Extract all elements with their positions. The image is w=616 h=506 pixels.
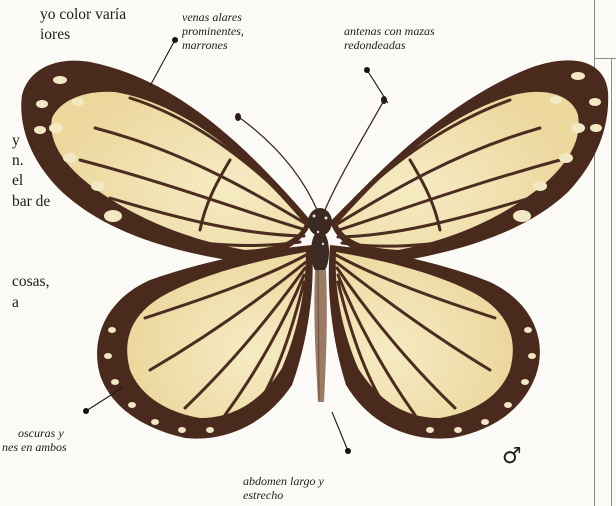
left-forewing: [21, 61, 312, 262]
label-line: estrecho: [243, 488, 324, 502]
butterfly-body: [308, 208, 332, 402]
antenna-club: [235, 113, 241, 121]
label-line: antenas con mazas: [344, 24, 435, 38]
left-hindwing: [97, 245, 313, 439]
label-line: venas alares: [182, 10, 244, 24]
label-antennae: antenas con mazas redondeadas: [344, 24, 435, 52]
label-line: oscuras y: [2, 426, 67, 440]
right-hindwing: [329, 245, 540, 439]
leader-dot: [172, 37, 178, 43]
leader-dot: [83, 408, 89, 414]
label-line: prominentes,: [182, 24, 244, 38]
label-wing-margins: oscuras y nes en ambos: [2, 426, 67, 454]
label-line: nes en ambos: [2, 440, 67, 454]
leader-dot: [345, 448, 351, 454]
label-line: abdomen largo y: [243, 474, 324, 488]
label-wing-veins: venas alares prominentes, marrones: [182, 10, 244, 52]
right-forewing: [330, 60, 608, 262]
label-line: redondeadas: [344, 38, 435, 52]
label-line: marrones: [182, 38, 244, 52]
leader-dot: [364, 67, 370, 73]
male-symbol: ♂: [502, 444, 522, 469]
label-abdomen: abdomen largo y estrecho: [243, 474, 324, 502]
